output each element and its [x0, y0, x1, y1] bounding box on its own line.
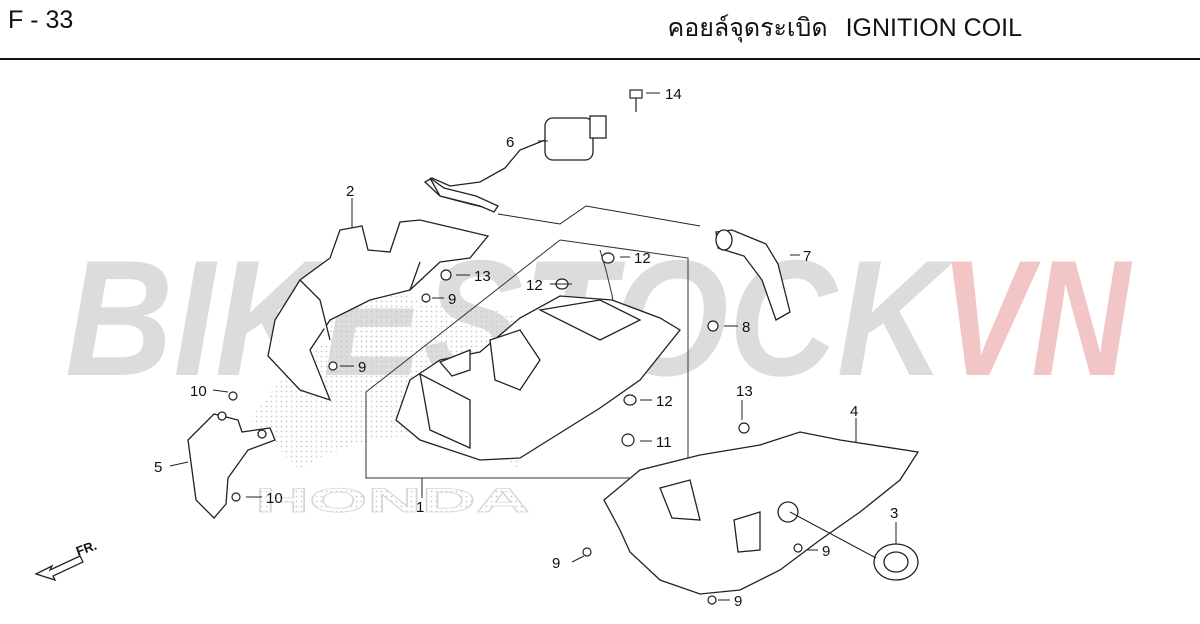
- callout-9-e: 9: [734, 593, 742, 610]
- callout-1: 1: [416, 499, 424, 516]
- part-under-tray: [395, 295, 681, 461]
- callouts: 2 6 14 12 12 12 8 11 7 13 9 9 10 10 5 1 …: [154, 86, 898, 610]
- header-divider: [0, 58, 1200, 60]
- bolt-13-icon: [440, 269, 452, 281]
- callout-9-c: 9: [552, 555, 560, 572]
- callout-12-mid: 12: [526, 277, 543, 294]
- callout-8: 8: [742, 319, 750, 336]
- callout-4: 4: [850, 403, 858, 420]
- callout-10-top: 10: [190, 383, 207, 400]
- clip-9-icon: [328, 361, 338, 371]
- part-grommet-large: [873, 543, 919, 581]
- bolt-13-icon: [738, 422, 750, 434]
- clip-8-icon: [707, 320, 719, 332]
- page-title: คอยล์จุดระเบิด IGNITION COIL: [667, 8, 1022, 48]
- bolt-14-icon: [629, 89, 643, 99]
- grommet-12-low-icon: [623, 394, 637, 406]
- part-inner-fairing: [267, 219, 490, 402]
- page-code: F - 33: [8, 6, 74, 34]
- leader-lines: [169, 92, 897, 601]
- fasteners: [228, 89, 803, 605]
- front-direction-arrow: FR.: [34, 538, 99, 582]
- watermark-brand-right: VN: [940, 226, 1132, 410]
- part-ignition-coil: [423, 115, 607, 213]
- part-bracket: [187, 411, 276, 519]
- grommet-12-top-icon: [601, 252, 615, 264]
- callout-9-d: 9: [822, 543, 830, 560]
- clip-9-icon: [582, 547, 592, 557]
- part-lower-cover: [603, 431, 920, 595]
- callout-2: 2: [346, 183, 354, 200]
- page-title-english: IGNITION COIL: [845, 14, 1022, 42]
- clip-9-icon: [707, 595, 717, 605]
- callout-13-right: 13: [736, 383, 753, 400]
- nut-11-icon: [621, 433, 635, 447]
- screw-10-icon: [231, 492, 241, 502]
- callout-7: 7: [803, 248, 811, 265]
- clip-9-icon: [421, 293, 431, 303]
- callout-5: 5: [154, 459, 162, 476]
- callout-12-top: 12: [634, 250, 651, 267]
- honda-watermark-text: HONDA: [255, 482, 530, 520]
- callout-6: 6: [506, 134, 514, 151]
- callout-11: 11: [656, 434, 672, 451]
- callout-13-top: 13: [474, 268, 491, 285]
- callout-10-low: 10: [266, 490, 283, 507]
- part-spark-plug-cap: [715, 229, 791, 321]
- callout-3: 3: [890, 505, 898, 522]
- callout-9-b: 9: [358, 359, 366, 376]
- front-label: FR.: [74, 538, 99, 559]
- callout-12-low: 12: [656, 393, 673, 410]
- callout-9-a: 9: [448, 291, 456, 308]
- callout-14: 14: [665, 86, 682, 103]
- clip-9-icon: [793, 543, 803, 553]
- screw-10-icon: [228, 391, 238, 401]
- page-title-thai: คอยล์จุดระเบิด: [667, 14, 828, 42]
